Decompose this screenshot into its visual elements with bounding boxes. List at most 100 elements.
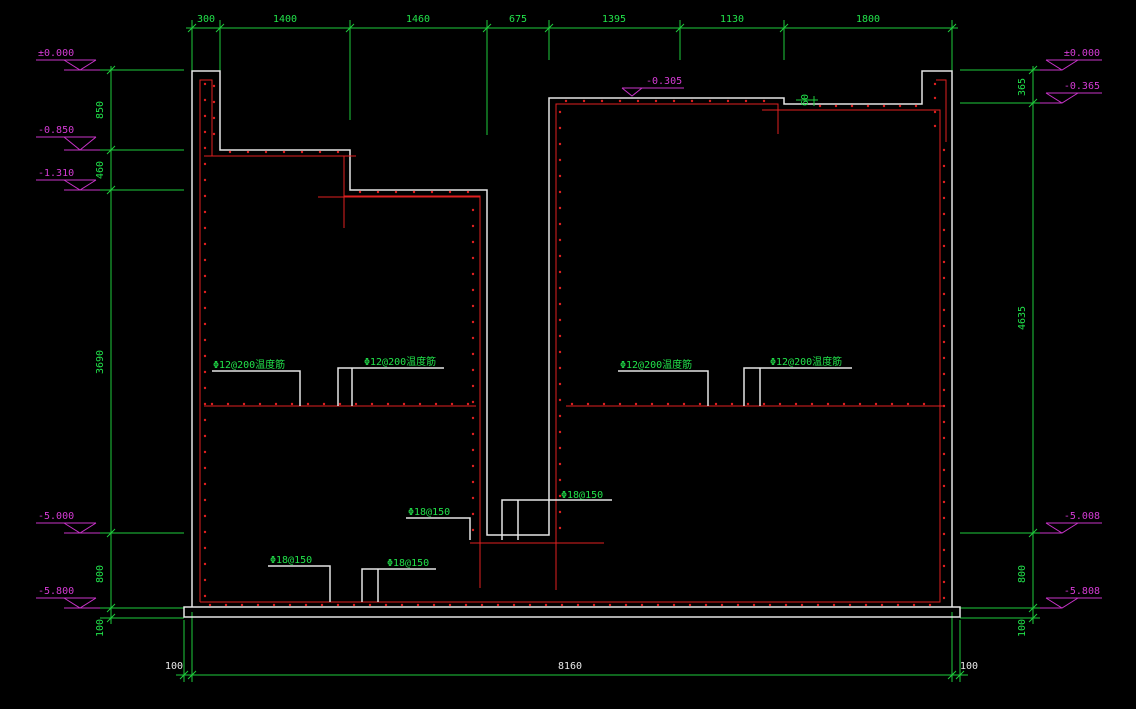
rebar-dot <box>336 603 340 607</box>
rebar-dot <box>386 402 390 406</box>
rebar-dot <box>942 164 946 168</box>
rebar-dot <box>558 158 562 162</box>
rebar-dot <box>942 500 946 504</box>
rebar-dot <box>906 402 910 406</box>
rebar-dot <box>558 510 562 514</box>
elev-right-2: -0.365 <box>1064 81 1100 92</box>
elev-right-1: ±0.000 <box>1064 48 1100 59</box>
rebar-dot <box>874 402 878 406</box>
rebar-dot <box>708 99 712 103</box>
rebar-dot <box>942 532 946 536</box>
rebar-dot <box>336 150 340 154</box>
inner-elevation: -0.305 <box>621 76 684 97</box>
rebar-dot <box>744 99 748 103</box>
rebar-dot <box>592 603 596 607</box>
rebar-dot <box>933 124 937 128</box>
rebar-dot <box>322 402 326 406</box>
rebar-dot <box>564 99 568 103</box>
dim-bottom-total: 8160 <box>558 661 582 672</box>
rebar-dot <box>922 402 926 406</box>
label-mid-2: Φ18@150 <box>561 490 603 501</box>
left-elevations: ±0.000 -0.850 -1.310 -5.000 -5.800 850 4… <box>36 48 184 637</box>
rebar-dot <box>810 402 814 406</box>
rebar-dot <box>210 402 214 406</box>
rebar-dot <box>246 150 250 154</box>
rebar-dot <box>496 603 500 607</box>
rebar-dot <box>384 603 388 607</box>
rebar-dot <box>714 402 718 406</box>
rebar-dot <box>558 494 562 498</box>
dim-left-2: 460 <box>95 161 106 179</box>
rebar-dot <box>480 603 484 607</box>
rebar-dot <box>576 603 580 607</box>
rebar-dot <box>942 436 946 440</box>
rebar-dot <box>203 450 207 454</box>
rebar-dot <box>848 603 852 607</box>
rebar-dot <box>242 402 246 406</box>
dim-top-1: 300 <box>197 14 215 25</box>
rebar-dot <box>800 603 804 607</box>
rebar-dot <box>208 603 212 607</box>
rebar-dot <box>471 480 475 484</box>
rebar-dot <box>212 100 216 104</box>
rebar-dot <box>471 368 475 372</box>
rebar-dot <box>203 226 207 230</box>
rebar-dot <box>818 104 822 108</box>
rebar-dot <box>942 420 946 424</box>
rebar-dot <box>471 464 475 468</box>
rebar-dot <box>816 603 820 607</box>
rebar-dot <box>942 356 946 360</box>
rebar-dot <box>471 256 475 260</box>
rebar-dot <box>558 110 562 114</box>
rebar-dot <box>602 402 606 406</box>
rebar-dot <box>933 110 937 114</box>
rebar-dot <box>600 99 604 103</box>
rebar-dot <box>256 603 260 607</box>
rebar-dot <box>203 370 207 374</box>
rebar-dot <box>618 402 622 406</box>
rebar-dot <box>570 402 574 406</box>
rebar-dot <box>434 402 438 406</box>
rebar-dot <box>368 603 372 607</box>
label-mid-1: Φ18@150 <box>408 507 450 518</box>
rebar-dot <box>203 530 207 534</box>
rebar-dot <box>376 190 380 194</box>
rebar-dot <box>688 603 692 607</box>
rebar-dot <box>942 516 946 520</box>
dim-right-3: 800 <box>1017 565 1028 583</box>
dim-left-5: 100 <box>95 619 106 637</box>
rebar-dot <box>228 150 232 154</box>
rebar-dot <box>558 238 562 242</box>
rebar-dot <box>471 240 475 244</box>
rebar-dot <box>858 402 862 406</box>
dim-right-4: 100 <box>1017 619 1028 637</box>
rebar-dot <box>416 603 420 607</box>
rebar-dot <box>624 603 628 607</box>
rebar-dot <box>464 603 468 607</box>
rebar-dot <box>290 402 294 406</box>
rebar-dot <box>558 398 562 402</box>
rebar-dot <box>914 104 918 108</box>
rebar-dot <box>942 324 946 328</box>
elev-left-3: -1.310 <box>38 168 74 179</box>
rebar-dot <box>300 150 304 154</box>
rebar-dot <box>582 99 586 103</box>
elev-inner: -0.305 <box>646 76 682 87</box>
rebar-dot <box>834 104 838 108</box>
label-right-upper-1: Φ12@200温度筋 <box>620 358 692 371</box>
rebar-labels: Φ12@200温度筋 Φ12@200温度筋 Φ12@200温度筋 Φ12@200… <box>212 355 852 602</box>
rebar-dot <box>768 603 772 607</box>
rebar-dot <box>726 99 730 103</box>
rebar-dot <box>778 402 782 406</box>
rebar-dot <box>682 402 686 406</box>
rebar-dot <box>203 338 207 342</box>
rebar-dot <box>203 514 207 518</box>
rebar-dot <box>370 402 374 406</box>
rebar-dot <box>203 130 207 134</box>
rebar-dot <box>558 366 562 370</box>
rebar-dot <box>690 99 694 103</box>
rebar-dot <box>942 484 946 488</box>
rebar-dot <box>762 99 766 103</box>
rebar-dot <box>882 104 886 108</box>
rebar-dot <box>558 446 562 450</box>
